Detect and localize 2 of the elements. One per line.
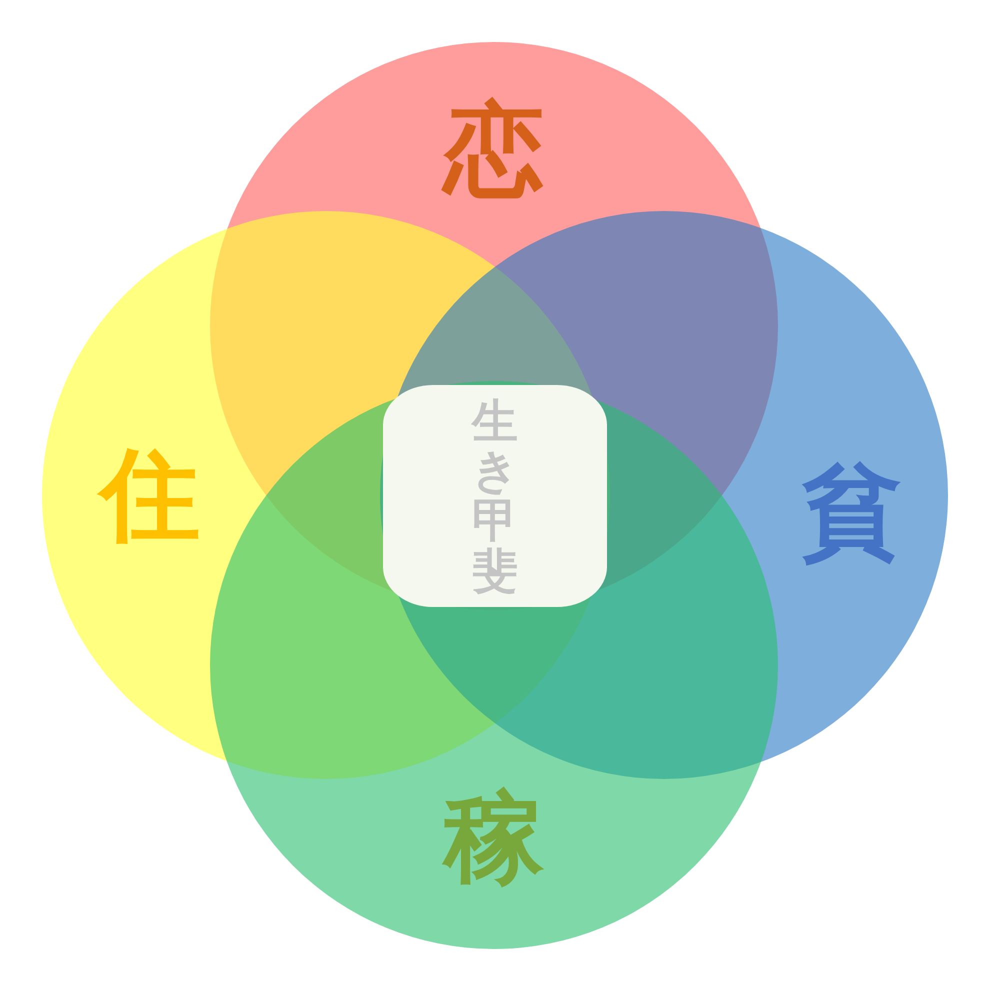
circle-label: 稼 — [444, 788, 544, 888]
center-panel — [383, 385, 607, 607]
